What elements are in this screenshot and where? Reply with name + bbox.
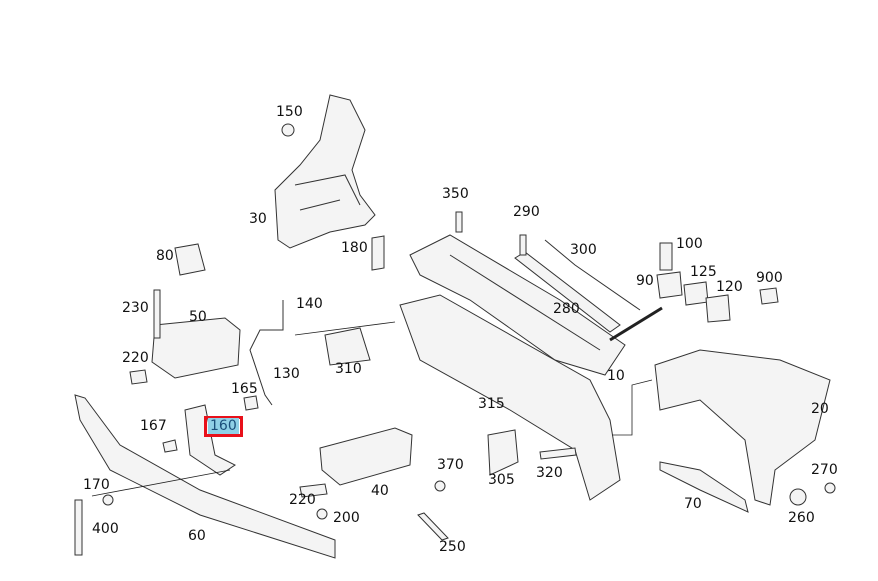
part-label-300[interactable]: 300 (570, 242, 597, 258)
part-150-shape (281, 123, 295, 137)
part-label-100[interactable]: 100 (676, 236, 703, 252)
part-label-230[interactable]: 230 (122, 300, 149, 316)
part-label-280[interactable]: 280 (553, 301, 580, 317)
part-125-shape (683, 281, 709, 306)
part-label-315[interactable]: 315 (478, 396, 505, 412)
part-label-160-text: 160 (208, 418, 239, 434)
part-170-shape (102, 494, 114, 506)
part-label-180[interactable]: 180 (341, 240, 368, 256)
part-label-400[interactable]: 400 (92, 521, 119, 537)
part-label-167[interactable]: 167 (140, 418, 167, 434)
part-label-50[interactable]: 50 (189, 309, 207, 325)
part-label-900[interactable]: 900 (756, 270, 783, 286)
part-label-20[interactable]: 20 (811, 401, 829, 417)
part-label-90[interactable]: 90 (636, 273, 654, 289)
part-20-shape (654, 349, 831, 506)
part-label-120[interactable]: 120 (716, 279, 743, 295)
part-270-shape (824, 482, 836, 494)
part-60-shape (74, 394, 336, 559)
part-130-shape (249, 300, 284, 406)
part-370-shape (434, 480, 446, 492)
part-167-shape (162, 439, 178, 453)
part-label-170[interactable]: 170 (83, 477, 110, 493)
part-label-270[interactable]: 270 (811, 462, 838, 478)
part-10-shape (409, 234, 626, 376)
part-label-150[interactable]: 150 (276, 104, 303, 120)
part-180-shape (371, 235, 385, 271)
part-100-shape (659, 242, 673, 271)
part-label-220b[interactable]: 220 (289, 492, 316, 508)
part-label-305[interactable]: 305 (488, 472, 515, 488)
part-400-shape (74, 499, 83, 556)
part-label-70[interactable]: 70 (684, 496, 702, 512)
part-315-shape (399, 294, 621, 501)
part-label-370[interactable]: 370 (437, 457, 464, 473)
part-label-165[interactable]: 165 (231, 381, 258, 397)
part-30-shape (274, 94, 376, 249)
part-200-shape (316, 508, 328, 520)
part-220b-shape (299, 483, 328, 498)
part-220-shape (129, 369, 148, 385)
part-label-140[interactable]: 140 (296, 296, 323, 312)
part-310-shape (324, 327, 371, 366)
part-label-200[interactable]: 200 (333, 510, 360, 526)
part-label-250[interactable]: 250 (439, 539, 466, 555)
part-300-shape (544, 239, 641, 311)
part-80-shape (174, 243, 206, 276)
part-label-220[interactable]: 220 (122, 350, 149, 366)
part-50-shape (151, 317, 241, 379)
part-160-shape (184, 404, 236, 476)
part-label-290[interactable]: 290 (513, 204, 540, 220)
part-label-80[interactable]: 80 (156, 248, 174, 264)
part-label-60[interactable]: 60 (188, 528, 206, 544)
part-label-125[interactable]: 125 (690, 264, 717, 280)
part-350-shape (455, 211, 463, 233)
part-label-260[interactable]: 260 (788, 510, 815, 526)
part-320-shape (539, 447, 577, 460)
part-230-shape (153, 289, 161, 339)
part-250-shape (417, 512, 449, 541)
part-label-310[interactable]: 310 (335, 361, 362, 377)
part-40-shape (319, 427, 413, 486)
part-label-10[interactable]: 10 (607, 368, 625, 384)
part-165-shape (243, 395, 259, 411)
part-305-shape (487, 429, 519, 476)
part-label-40[interactable]: 40 (371, 483, 389, 499)
part-label-160-highlighted[interactable]: 160 (204, 416, 243, 437)
part-label-30[interactable]: 30 (249, 211, 267, 227)
part-120-shape (705, 294, 731, 323)
part-290-shape (519, 234, 527, 256)
part-900-shape (759, 287, 779, 305)
part-260-shape (789, 488, 807, 506)
part-label-350[interactable]: 350 (442, 186, 469, 202)
part-90-shape (656, 271, 683, 299)
part-label-130[interactable]: 130 (273, 366, 300, 382)
part-label-320[interactable]: 320 (536, 465, 563, 481)
part-70-shape (659, 461, 749, 513)
